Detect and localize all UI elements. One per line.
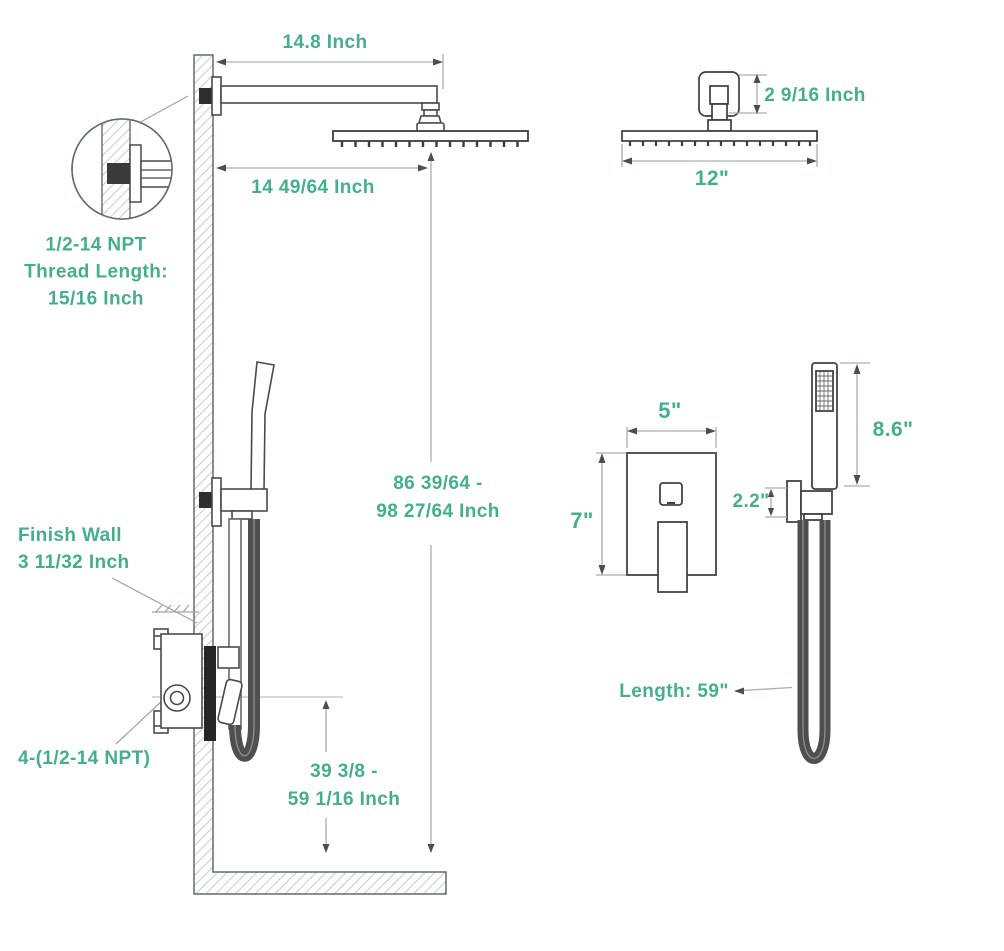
wand-body (250, 361, 275, 491)
valve-trim-front (626, 452, 717, 593)
valve-height-line1: 39 3/8 - (310, 761, 378, 782)
height-range-line1: 86 39/64 - (393, 473, 483, 494)
finish-wall-line2: 3 11/32 Inch (18, 552, 130, 573)
dimension-lines (216, 54, 870, 853)
holder-cradle (800, 490, 833, 515)
thread-note-line1: 1/2-14 NPT (45, 234, 147, 256)
detail-leader-line (136, 95, 189, 125)
spray-grid (817, 372, 832, 410)
dim-trim-width-label: 5" (658, 398, 682, 423)
wand-holder-middle (199, 477, 268, 527)
dim-holder-height-label: 2.2" (732, 491, 770, 512)
finish-wall-line1: Finish Wall (18, 525, 122, 546)
handheld-wand-side (250, 361, 275, 491)
nozzle-row (628, 141, 812, 146)
ports-leader-line (115, 698, 165, 745)
dim-head-thickness-label: 2 9/16 Inch (764, 85, 866, 106)
dim-arm-length-label: 14.8 Inch (282, 32, 368, 53)
mixer-valve-side (153, 628, 243, 741)
thread-note-label: 1/2-14 NPT Thread Length: 15/16 Inch (24, 232, 168, 313)
head-stem-base (707, 119, 732, 132)
handheld-wand-front (786, 362, 838, 523)
hose-connector (803, 513, 823, 521)
valve-height-line2: 59 1/16 Inch (287, 789, 401, 810)
holder-body (220, 488, 268, 512)
mount-bracket-inner (709, 85, 729, 105)
holder-flange (211, 477, 222, 527)
dim-hose-length-label: Length: 59" (619, 681, 729, 702)
finish-wall-label: Finish Wall 3 11/32 Inch (18, 522, 129, 576)
rain-shower-head-side (332, 130, 529, 147)
swivel-neck (423, 109, 438, 117)
holder-flange (786, 480, 802, 523)
dim-trim-height-label: 7" (570, 508, 594, 533)
shower-hose-right (797, 520, 831, 764)
valve-body (160, 633, 203, 729)
rain-shower-head-front (621, 71, 818, 146)
shower-arm-assembly (199, 76, 445, 133)
valve-lever-side (217, 678, 243, 726)
valve-ports-label: 4-(1/2-14 NPT) (18, 748, 151, 769)
hose-connector (231, 510, 253, 520)
nozzle-row (340, 141, 519, 147)
trim-plate-edge (204, 646, 216, 741)
head-stem (711, 103, 728, 121)
dim-arm-to-head-label: 14 49/64 Inch (251, 177, 375, 198)
swivel-cone (417, 115, 443, 124)
finish-wall-mark (111, 577, 199, 624)
holder-supply-block (199, 492, 212, 508)
valve-lever (657, 521, 688, 593)
thread-note-line2: Thread Length: (24, 261, 168, 283)
wall-and-floor-section (193, 54, 447, 895)
valve-port-inner (169, 690, 185, 706)
height-range-line2: 98 27/64 Inch (376, 501, 500, 522)
thread-note-line3: 15/16 Inch (48, 288, 144, 310)
dim-valve-height-label: 39 3/8 - 59 1/16 Inch (288, 758, 401, 814)
arm-flange (211, 76, 222, 116)
thread-detail-circle (71, 118, 173, 220)
diverter-button-side (217, 646, 240, 669)
swivel-nut (421, 102, 440, 111)
shower-hose-middle (228, 518, 260, 762)
head-plate (621, 130, 818, 142)
dim-height-range-label: 86 39/64 - 98 27/64 Inch (376, 470, 500, 526)
dim-wand-length-label: 8.6" (872, 418, 914, 441)
supply-elbow-block (199, 88, 212, 104)
shower-arm (220, 85, 438, 104)
diverter-button (659, 482, 683, 506)
dim-head-width-label: 12" (694, 167, 730, 190)
